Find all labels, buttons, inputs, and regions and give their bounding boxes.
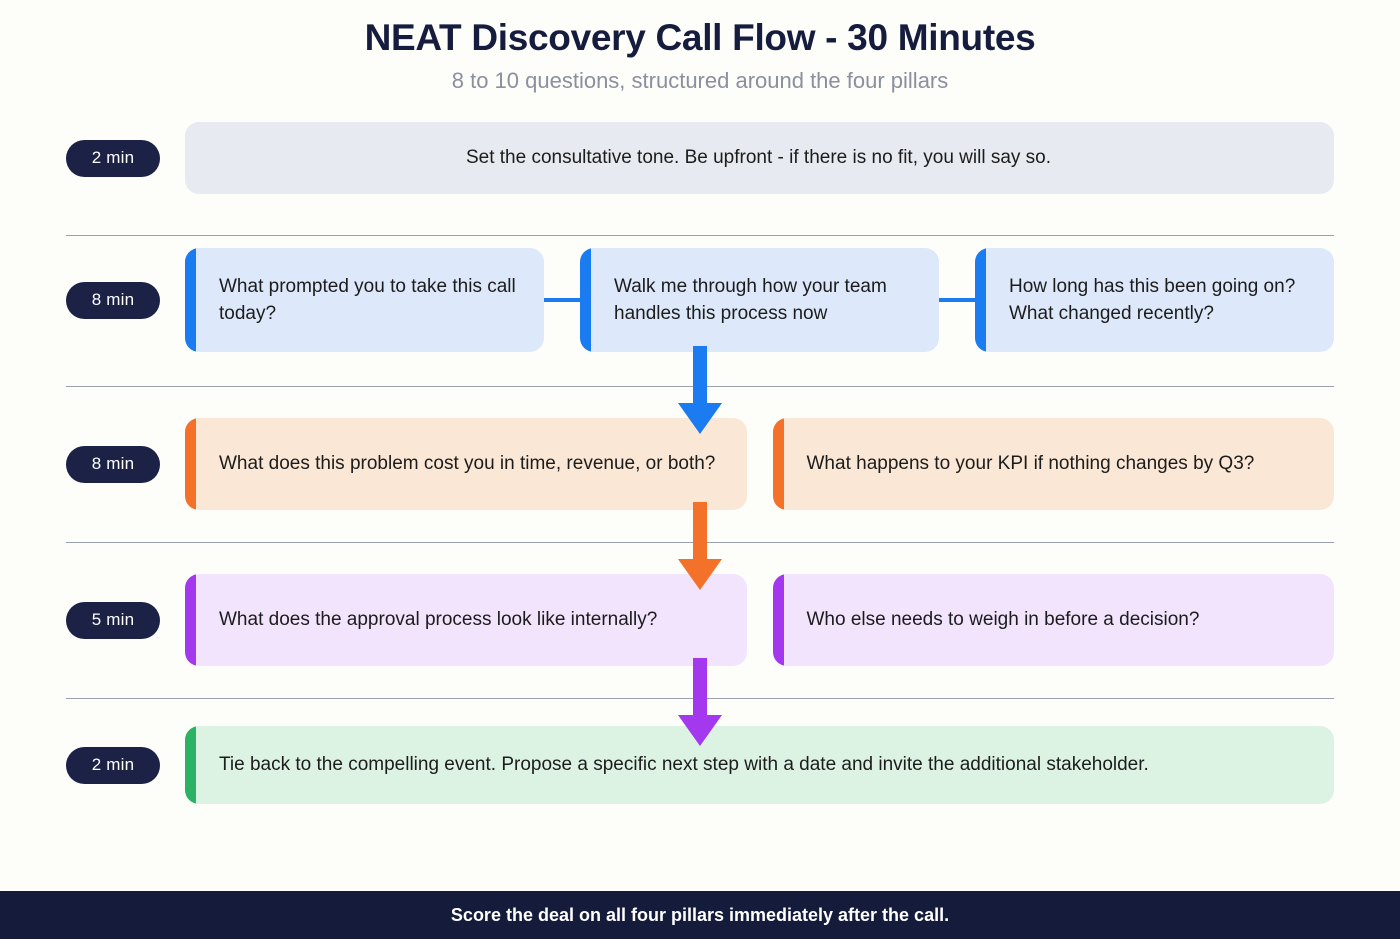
page-title: NEAT Discovery Call Flow - 30 Minutes — [364, 17, 1036, 58]
accent-bar-blue-icon — [580, 248, 591, 353]
flow-row-opener: 2 min Set the consultative tone. Be upfr… — [0, 113, 1400, 203]
card-economic-1[interactable]: What does this problem cost you in time,… — [185, 418, 747, 511]
time-badge-timeline: 2 min — [66, 746, 160, 784]
flow-row-timeline: 2 min Tie back to the compelling event. … — [0, 720, 1400, 810]
divider-2 — [66, 386, 1334, 388]
accent-bar-blue-icon — [185, 248, 196, 353]
flow-row-need: 8 min What prompted you to take this cal… — [0, 236, 1400, 364]
accent-bar-green-icon — [185, 726, 196, 805]
card-timeline-text: Tie back to the compelling event. Propos… — [219, 754, 1149, 776]
accent-bar-orange-icon — [772, 418, 784, 511]
time-badge-authority: 5 min — [66, 601, 160, 639]
card-economic-2-text: What happens to your KPI if nothing chan… — [806, 453, 1255, 475]
arrow-zone-blue — [0, 346, 1400, 435]
card-economic-2[interactable]: What happens to your KPI if nothing chan… — [772, 418, 1334, 511]
row-cards-authority: What does the approval process look like… — [185, 574, 1334, 667]
arrow-zone-purple — [0, 658, 1400, 747]
accent-bar-purple-icon — [185, 574, 196, 667]
card-need-3-text: How long has this been going on? What ch… — [1009, 275, 1296, 325]
footer-text: Score the deal on all four pillars immed… — [450, 904, 950, 925]
call-flow: 2 min Set the consultative tone. Be upfr… — [0, 113, 1400, 810]
arrow-zone-orange — [0, 502, 1400, 591]
card-opener[interactable]: Set the consultative tone. Be upfront - … — [185, 122, 1334, 195]
card-economic-1-text: What does this problem cost you in time,… — [219, 453, 716, 475]
time-badge-need: 8 min — [66, 281, 160, 319]
row-cards-economic: What does this problem cost you in time,… — [185, 418, 1334, 511]
divider-4 — [66, 698, 1334, 700]
divider-1 — [66, 235, 1334, 237]
card-need-1-text: What prompted you to take this call toda… — [219, 275, 516, 325]
row-cards-need: What prompted you to take this call toda… — [185, 248, 1334, 353]
card-authority-2-text: Who else needs to weigh in before a deci… — [806, 609, 1200, 631]
row-cards-timeline: Tie back to the compelling event. Propos… — [185, 726, 1334, 805]
card-need-2[interactable]: Walk me through how your team handles th… — [580, 248, 939, 353]
time-badge-economic: 8 min — [66, 445, 160, 483]
accent-bar-purple-icon — [772, 574, 784, 667]
accent-bar-blue-icon — [975, 248, 986, 353]
footer-bar: Score the deal on all four pillars immed… — [0, 891, 1400, 939]
card-need-2-text: Walk me through how your team handles th… — [614, 275, 887, 325]
card-timeline[interactable]: Tie back to the compelling event. Propos… — [185, 726, 1334, 805]
row-cards-opener: Set the consultative tone. Be upfront - … — [185, 122, 1334, 195]
card-need-3[interactable]: How long has this been going on? What ch… — [975, 248, 1334, 353]
connector-need-2-3-icon — [939, 298, 975, 303]
time-badge-opener: 2 min — [66, 139, 160, 177]
card-need-1[interactable]: What prompted you to take this call toda… — [185, 248, 544, 353]
card-authority-1-text: What does the approval process look like… — [219, 609, 658, 631]
connector-need-1-2-icon — [544, 298, 580, 303]
page-subtitle: 8 to 10 questions, structured around the… — [451, 67, 949, 93]
card-authority-2[interactable]: Who else needs to weigh in before a deci… — [772, 574, 1334, 667]
card-opener-text: Set the consultative tone. Be upfront - … — [465, 147, 1052, 169]
flow-row-authority: 5 min What does the approval process loo… — [0, 564, 1400, 676]
accent-bar-orange-icon — [185, 418, 196, 511]
header: NEAT Discovery Call Flow - 30 Minutes 8 … — [0, 0, 1400, 94]
flow-row-economic: 8 min What does this problem cost you in… — [0, 408, 1400, 520]
card-authority-1[interactable]: What does the approval process look like… — [185, 574, 747, 667]
divider-3 — [66, 542, 1334, 544]
